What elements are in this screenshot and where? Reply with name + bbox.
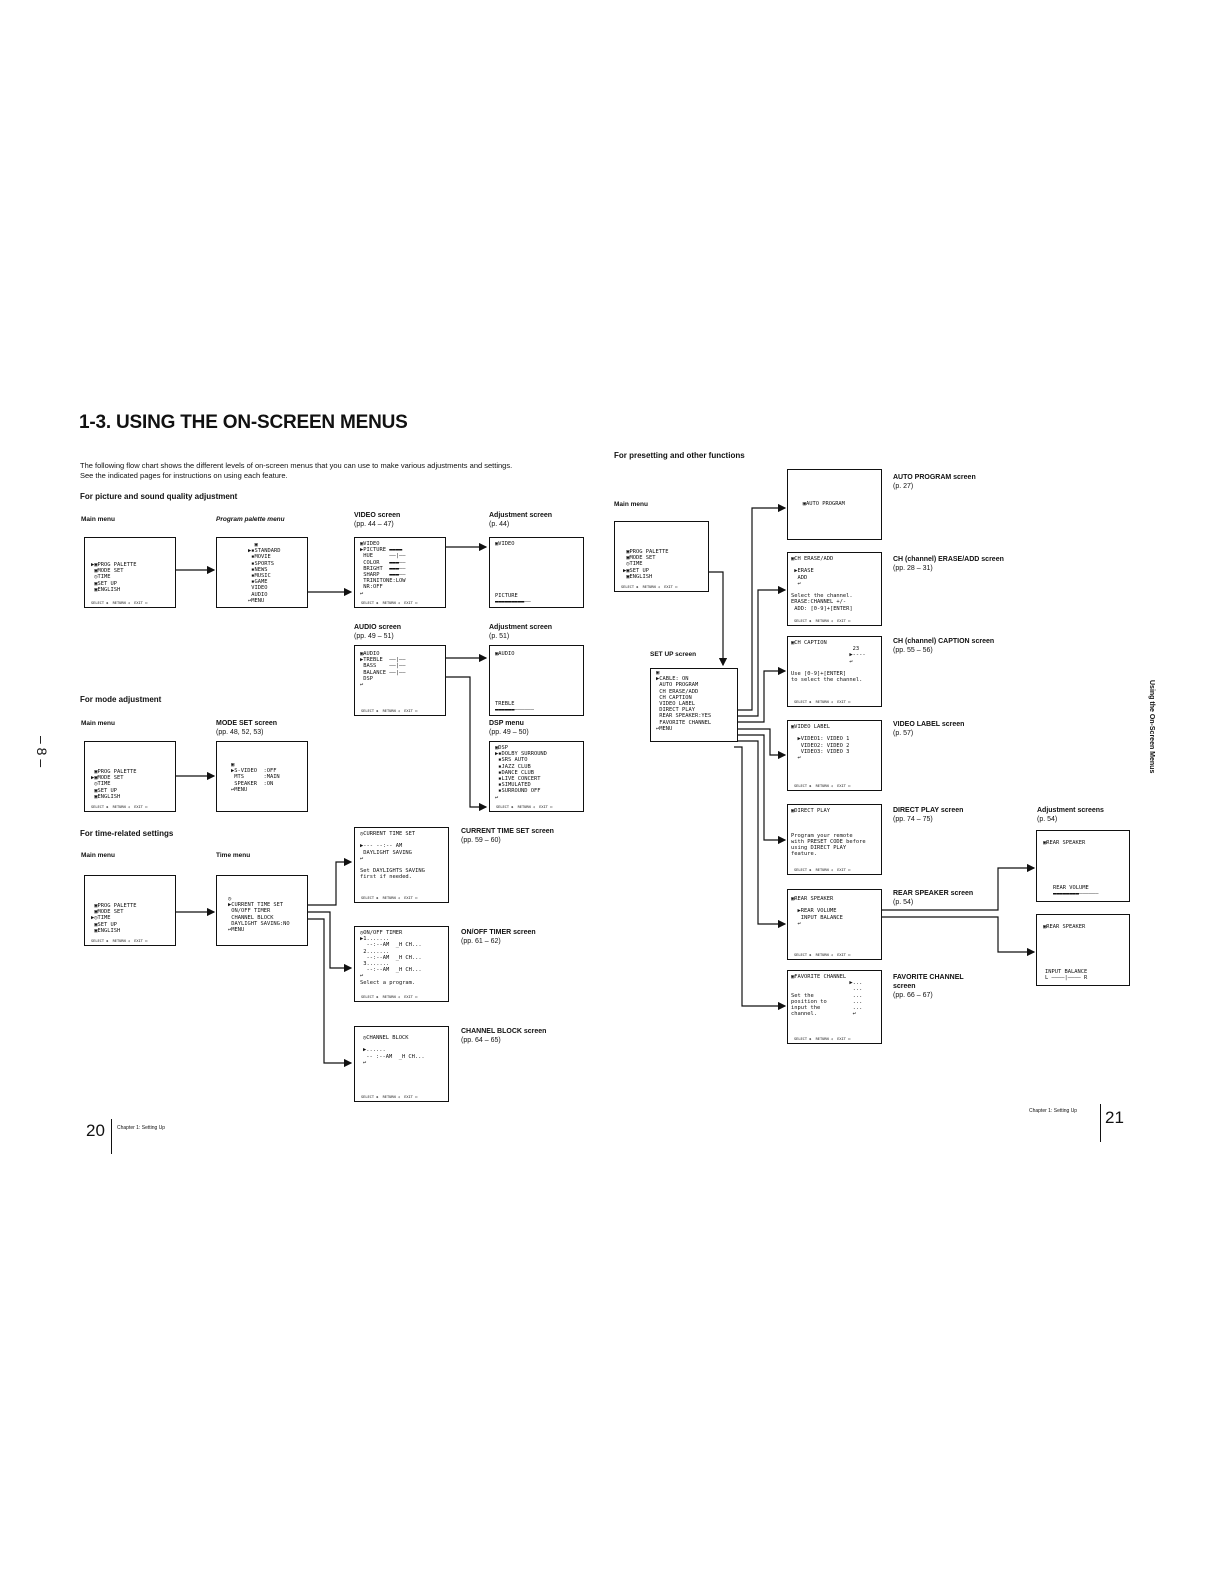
screen-adjust-audio: ▣AUDIO TREBLE ▬▬▬▬▬▬——————	[489, 645, 584, 716]
screen-dsp: ▣DSP ▶▪DOLBY SURROUND ▪SRS AUTO ▪JAZZ CL…	[489, 741, 584, 812]
arrow-setup-to-rear	[734, 740, 787, 929]
side-tab: Using the On-Screen Menus	[1148, 680, 1155, 774]
label-main-menu-3: Main menu	[81, 852, 115, 859]
label-adjustment-1: Adjustment screen(p. 44)	[489, 512, 553, 528]
section-presetting: For presetting and other functions	[614, 451, 745, 460]
screen-direct-play: ▣DIRECT PLAY Program your remote with PR…	[787, 804, 882, 875]
arrow-setup-to-erase	[734, 585, 787, 717]
label-setup: SET UP screen	[650, 651, 697, 658]
label-mode-set: MODE SET screen(pp. 48, 52, 53)	[216, 720, 278, 736]
label-video-screen: VIDEO screen(pp. 44 – 47)	[354, 512, 401, 528]
page-title: 1-3. USING THE ON-SCREEN MENUS	[79, 412, 408, 433]
screen-ch-erase-add: ▣CH ERASE/ADD ▶ERASE ADD ↩ Select the ch…	[787, 552, 882, 626]
screen-main-menu-3: ▣PROG PALETTE ▣MODE SET ▶◷TIME ▣SET UP ▣…	[84, 875, 176, 946]
screen-main-menu-1: ▶▣PROG PALETTE ▣MODE SET ◷TIME ▣SET UP ▣…	[84, 537, 176, 608]
label-erase-add: CH (channel) ERASE/ADD screen(pp. 28 – 3…	[893, 556, 1004, 572]
screen-adjust-rear-volume: ▣REAR SPEAKER REAR VOLUME ▬▬▬▬▬▬▬▬——————	[1036, 830, 1130, 902]
footer-divider-left	[111, 1119, 112, 1154]
screen-adjust-input-balance: ▣REAR SPEAKER INPUT BALANCE L ————|———— …	[1036, 914, 1130, 986]
margin-mark: – 8 –	[34, 736, 50, 768]
arrow-setup-to-ap	[734, 503, 787, 711]
footer-divider-right	[1100, 1104, 1101, 1142]
label-direct-play: DIRECT PLAY screen(pp. 74 – 75)	[893, 807, 964, 823]
label-program-palette: Program palette menu	[216, 516, 285, 523]
screen-main-menu-4: ▣PROG PALETTE ▣MODE SET ◷TIME ▶▣SET UP ▣…	[614, 521, 709, 592]
label-cblock: CHANNEL BLOCK screen(pp. 64 – 65)	[461, 1028, 547, 1044]
page-number-left: 20	[86, 1121, 105, 1140]
screen-adjust-video: ▣VIDEO PICTURE ▬▬▬▬▬▬▬▬▬——	[489, 537, 584, 608]
screen-main-menu-2: ▣PROG PALETTE ▶▣MODE SET ◷TIME ▣SET UP ▣…	[84, 741, 176, 812]
screen-channel-block: ◷CHANNEL BLOCK ▶...... -- :--AM _H CH...…	[354, 1026, 449, 1102]
screen-onoff-timer: ◷ON/OFF TIMER ▶1....... --:--AM _H CH...…	[354, 926, 449, 1002]
screen-current-time-set: ◷CURRENT TIME SET ▶--- --:-- AM DAYLIGHT…	[354, 827, 449, 903]
screen-program-palette: ▣ ▶▪STANDARD ▪MOVIE ▪SPORTS ▪NEWS ▪MUSIC…	[216, 537, 308, 608]
arrow-audio-to-dsp	[444, 676, 488, 812]
screen-setup: ▣ ▶CABLE: ON AUTO PROGRAM CH ERASE/ADD C…	[650, 668, 738, 742]
screen-video-label: ▣VIDEO LABEL ▶VIDEO1: VIDEO 1 VIDEO2: VI…	[787, 720, 882, 791]
label-video-label: VIDEO LABEL screen(p. 57)	[893, 721, 965, 737]
label-onoff: ON/OFF TIMER screen(pp. 61 – 62)	[461, 929, 536, 945]
label-main-menu-1: Main menu	[81, 516, 115, 523]
arrow-setup-to-dplay	[734, 734, 787, 845]
screen-rear-speaker: ▣REAR SPEAKER ▶REAR VOLUME INPUT BALANCE…	[787, 889, 882, 960]
label-cts: CURRENT TIME SET screen(pp. 59 – 60)	[461, 828, 554, 844]
section-time: For time-related settings	[80, 829, 174, 838]
chapter-left: Chapter 1: Setting Up	[117, 1125, 166, 1131]
intro-text: The following flow chart shows the diffe…	[80, 461, 513, 480]
screen-favorite-channel: ▣FAVORITE CHANNEL ▶... ... Set the ... p…	[787, 970, 882, 1044]
label-dsp-menu: DSP menu(pp. 49 – 50)	[489, 720, 529, 736]
label-main-menu-4: Main menu	[614, 501, 648, 508]
section-picture: For picture and sound quality adjustment	[80, 492, 238, 501]
chapter-right: Chapter 1: Setting Up	[1029, 1108, 1078, 1114]
page-number-right: 21	[1105, 1108, 1124, 1127]
screen-audio: ▣AUDIO ▶TREBLE ——|—— BASS ——|—— BALANCE …	[354, 645, 446, 716]
arrow-setup-to-caption	[734, 666, 787, 723]
arrow-setup-to-fav	[734, 746, 787, 1011]
screen-mode-set: ▣ ▶S-VIDEO :OFF MTS :MAIN SPEAKER :ON ↩M…	[216, 741, 308, 812]
screen-video: ▣VIDEO ▶PICTURE ▬▬▬▬ HUE ——|—— COLOR ▬▬▬…	[354, 537, 446, 608]
label-rear-speaker: REAR SPEAKER screen(p. 54)	[893, 890, 974, 906]
label-adjustment-2: Adjustment screen(p. 51)	[489, 624, 553, 640]
label-adjustment-3: Adjustment screens(p. 54)	[1037, 807, 1104, 823]
label-time-menu: Time menu	[216, 852, 251, 859]
section-mode: For mode adjustment	[80, 695, 162, 704]
arrow-rear-to-adj2	[871, 916, 1036, 957]
label-audio-screen: AUDIO screen(pp. 49 – 51)	[354, 624, 402, 640]
screen-ch-caption: ▣CH CAPTION 23 ▶---- ↩ Use [0-9]+[ENTER]…	[787, 636, 882, 707]
label-main-menu-2: Main menu	[81, 720, 115, 727]
label-auto-program: AUTO PROGRAM screen(p. 27)	[893, 474, 976, 490]
screen-time-menu: ◷ ▶CURRENT TIME SET ON/OFF TIMER CHANNEL…	[216, 875, 308, 946]
screen-auto-program: ▣AUTO PROGRAM	[787, 469, 882, 540]
arrow-setup-to-vlabel	[734, 728, 787, 760]
label-caption: CH (channel) CAPTION screen(pp. 55 – 56)	[893, 638, 995, 654]
